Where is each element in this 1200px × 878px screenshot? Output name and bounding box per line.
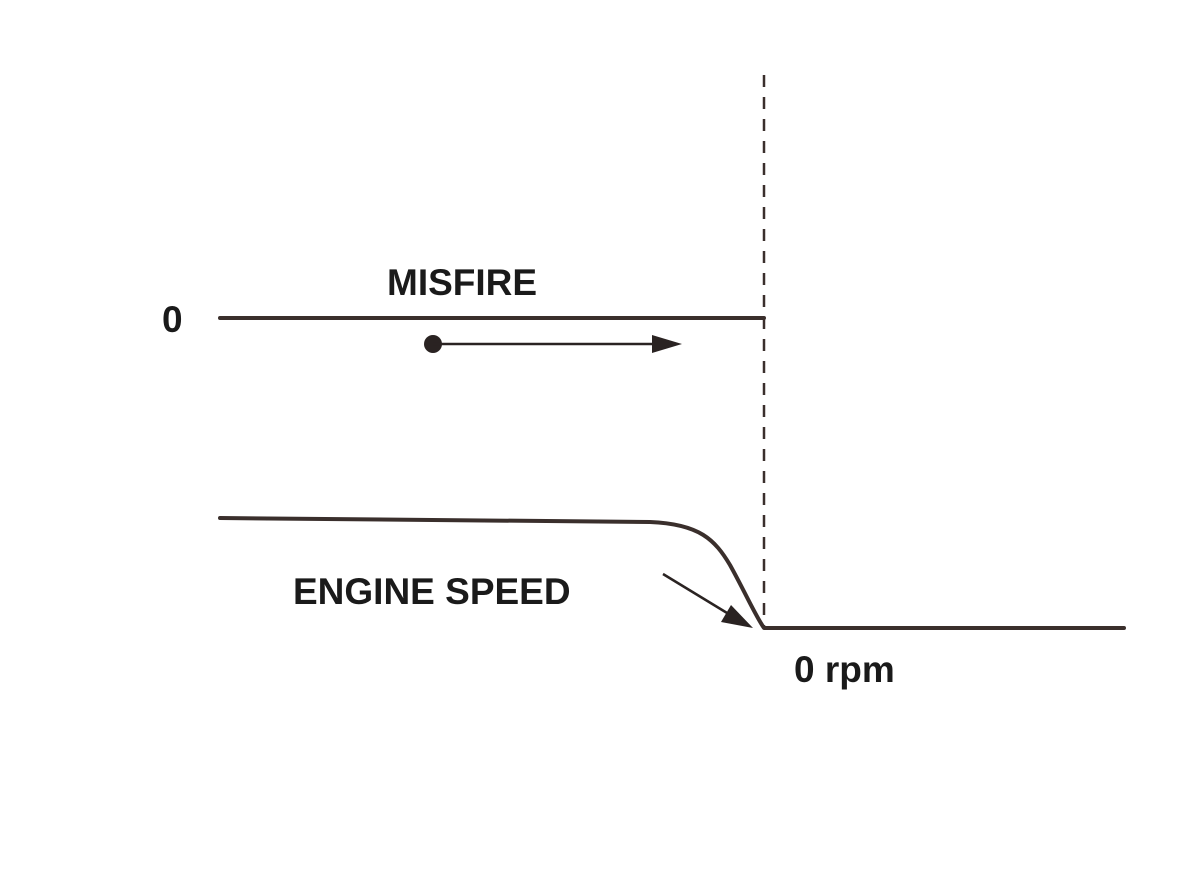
arrow-head-icon [652,335,682,353]
engine-speed-label: ENGINE SPEED [293,571,571,612]
misfire-label: MISFIRE [387,262,537,303]
misfire-direction-arrow [424,335,682,353]
pointer-arrow-head-icon [721,605,753,628]
zero-rpm-label: 0 rpm [794,649,895,690]
zero-level-label: 0 [162,299,183,340]
engine-speed-curve [218,516,1126,630]
pointer-arrow-shaft [662,572,733,618]
engine-speed-pointer-arrow [662,572,753,628]
